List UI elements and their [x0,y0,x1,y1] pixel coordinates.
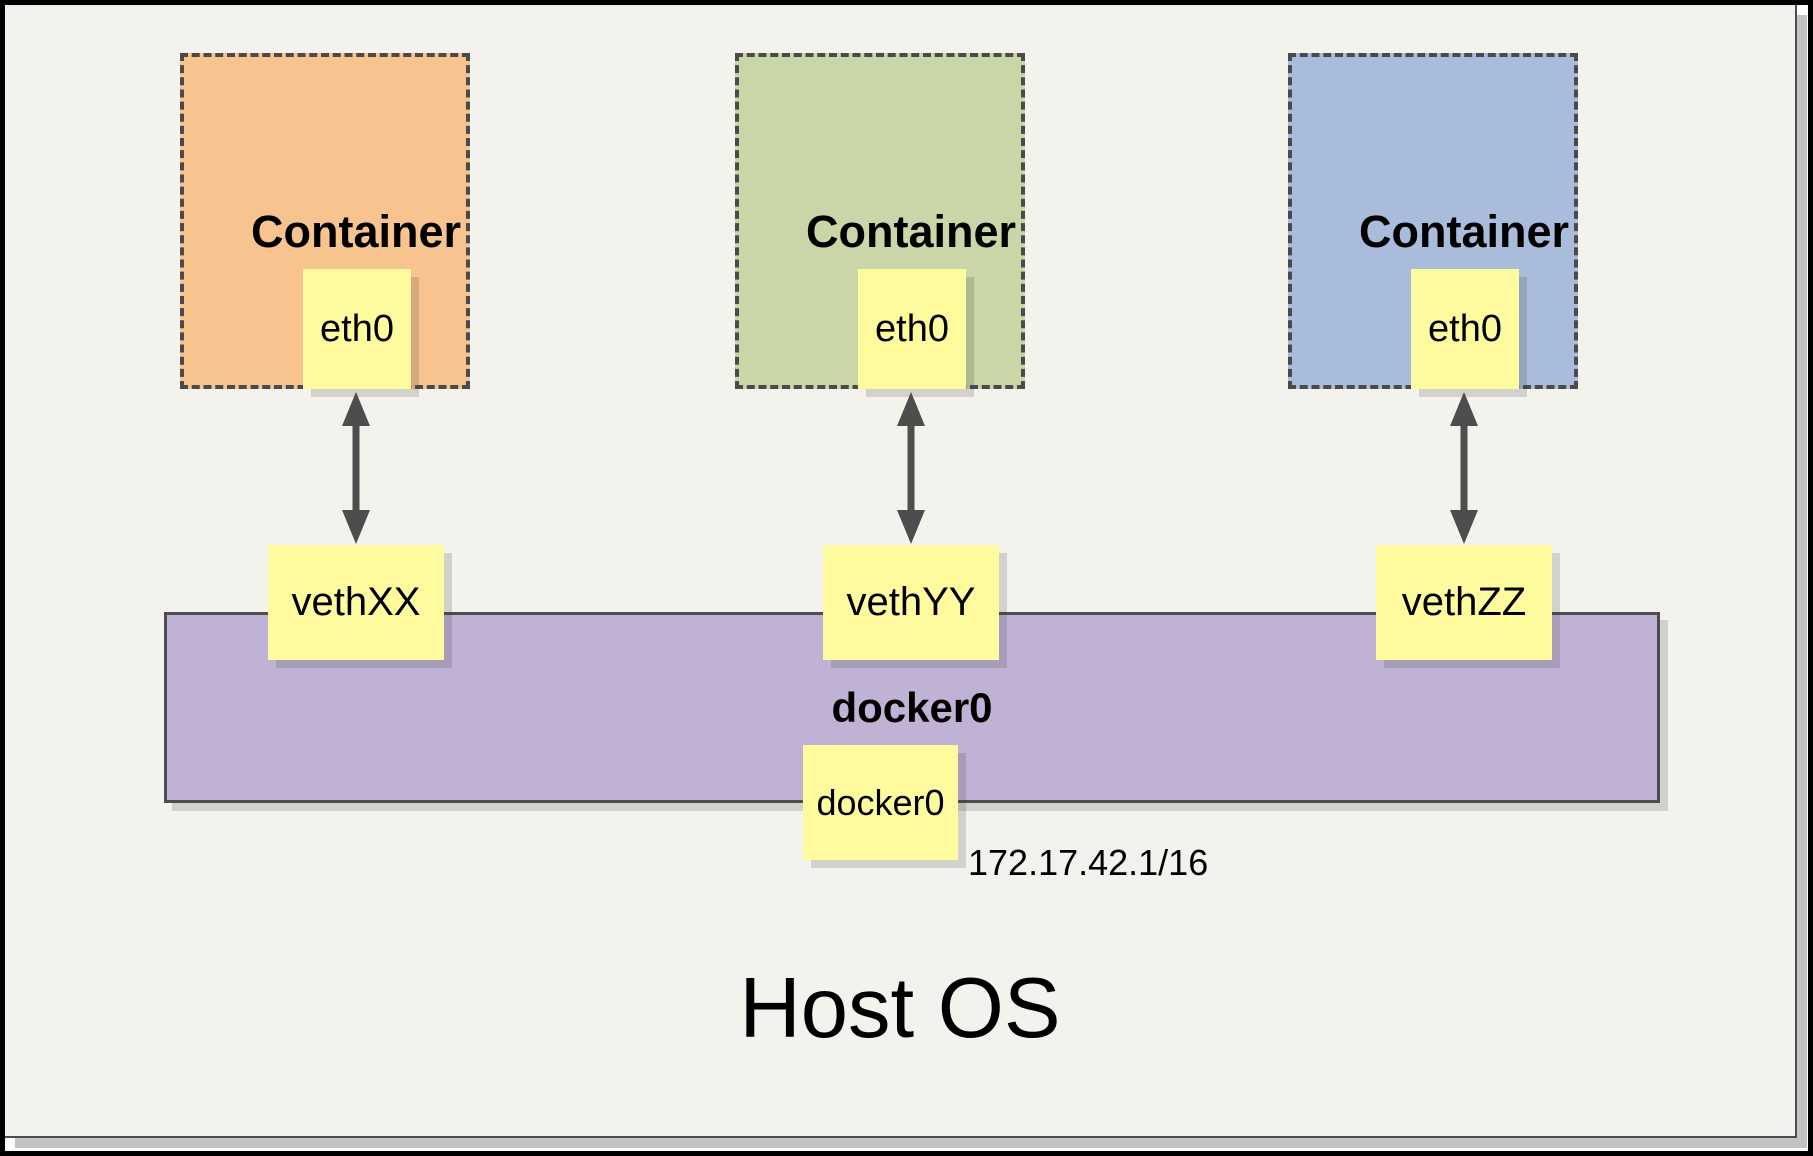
vethZZ-note: vethZZ [1376,545,1552,660]
host-os-label: Host OS [739,961,1061,1056]
vethYY-note: vethYY [823,545,999,660]
container-title: Container [250,206,461,257]
container-box-2: Container eth0 [735,53,1025,389]
eth0-note: eth0 [858,269,966,389]
eth0-note: eth0 [1411,269,1519,389]
veth-label: vethXX [291,580,421,624]
bridge-ip-label: 172.17.42.1/16 [968,842,1209,883]
docker0-interface-note: docker0 [803,745,958,860]
bridge-name-label: docker0 [831,683,993,731]
veth-label: vethZZ [1401,580,1527,624]
eth0-label: eth0 [1428,307,1502,350]
eth0-label: eth0 [875,307,949,350]
container-box-1: Container eth0 [180,53,470,389]
eth0-note: eth0 [303,269,411,389]
veth-label: vethYY [846,580,976,624]
double-arrow-icon [1449,392,1479,544]
container-title: Container [805,206,1016,257]
double-arrow-icon [341,392,371,544]
host-os-panel: Container eth0 Container eth0 Container … [5,5,1797,1138]
eth0-label: eth0 [320,307,394,350]
container-title: Container [1358,206,1569,257]
double-arrow-icon [896,392,926,544]
vethXX-note: vethXX [268,545,444,660]
container-box-3: Container eth0 [1288,53,1578,389]
docker0-interface-label: docker0 [816,781,945,823]
